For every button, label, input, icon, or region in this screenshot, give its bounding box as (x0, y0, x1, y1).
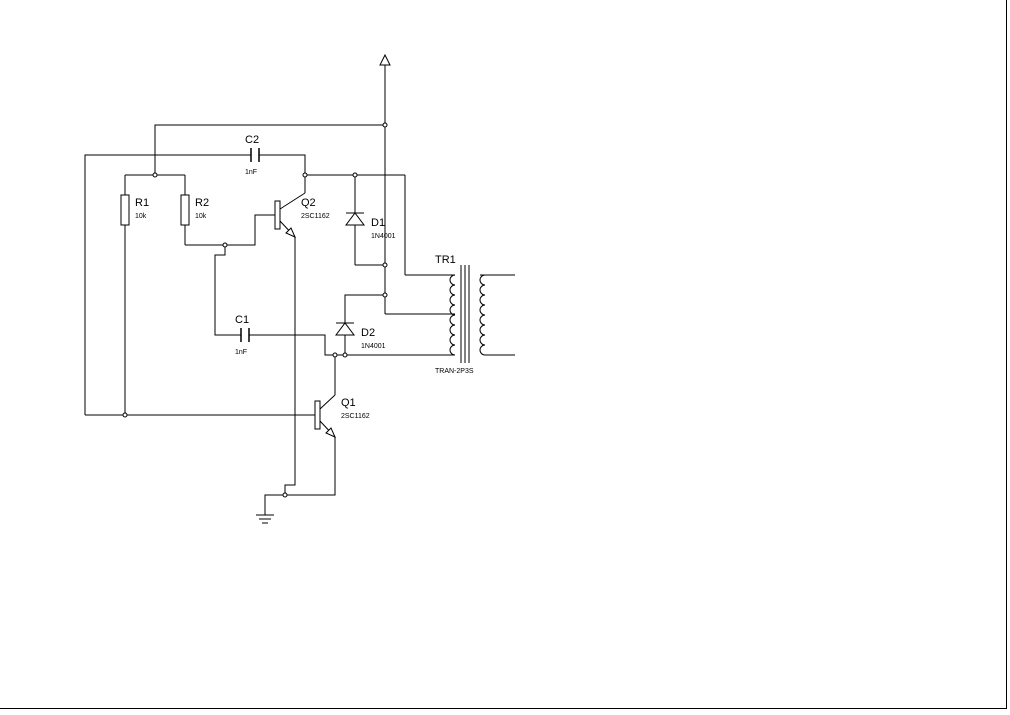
resistor-r1[interactable]: R1 10k (120, 194, 149, 226)
c2-value: 1nF (245, 169, 257, 176)
d2-value: 1N4001 (361, 343, 386, 350)
q2-ref: Q2 (301, 197, 316, 209)
transistor-q2[interactable]: Q2 2SC1162 (274, 192, 330, 238)
diode-d1[interactable]: D1 1N4001 (345, 212, 396, 240)
resistor-r2[interactable]: R2 10k (180, 194, 209, 226)
transistor-q1[interactable]: Q1 2SC1162 (314, 394, 370, 438)
d1-ref: D1 (371, 217, 385, 229)
c1-value: 1nF (235, 349, 247, 356)
q1-value: 2SC1162 (341, 413, 370, 420)
c1-ref: C1 (235, 314, 249, 326)
diode-d2[interactable]: D2 1N4001 (335, 322, 386, 350)
capacitor-c2[interactable]: C2 1nF (245, 134, 260, 176)
r2-value: 10k (195, 213, 207, 220)
ground-symbol (256, 514, 274, 524)
r1-value: 10k (135, 213, 147, 220)
tr1-primary-winding (449, 274, 456, 356)
q2-value: 2SC1162 (301, 213, 330, 220)
tr1-secondary-winding (479, 274, 486, 356)
capacitor-c1[interactable]: C1 1nF (235, 314, 250, 356)
junctions (122, 122, 388, 498)
power-terminal-arrow (379, 53, 391, 66)
d2-ref: D2 (361, 327, 375, 339)
q1-ref: Q1 (341, 397, 356, 409)
c2-ref: C2 (245, 134, 259, 146)
transformer-tr1[interactable]: TR1 TRAN-2P3S (435, 254, 486, 375)
d1-value: 1N4001 (371, 233, 396, 240)
r2-ref: R2 (195, 197, 209, 209)
r1-ref: R1 (135, 197, 149, 209)
tr1-ref: TR1 (435, 254, 456, 266)
tr1-value: TRAN-2P3S (435, 368, 474, 375)
wires (84, 64, 515, 515)
